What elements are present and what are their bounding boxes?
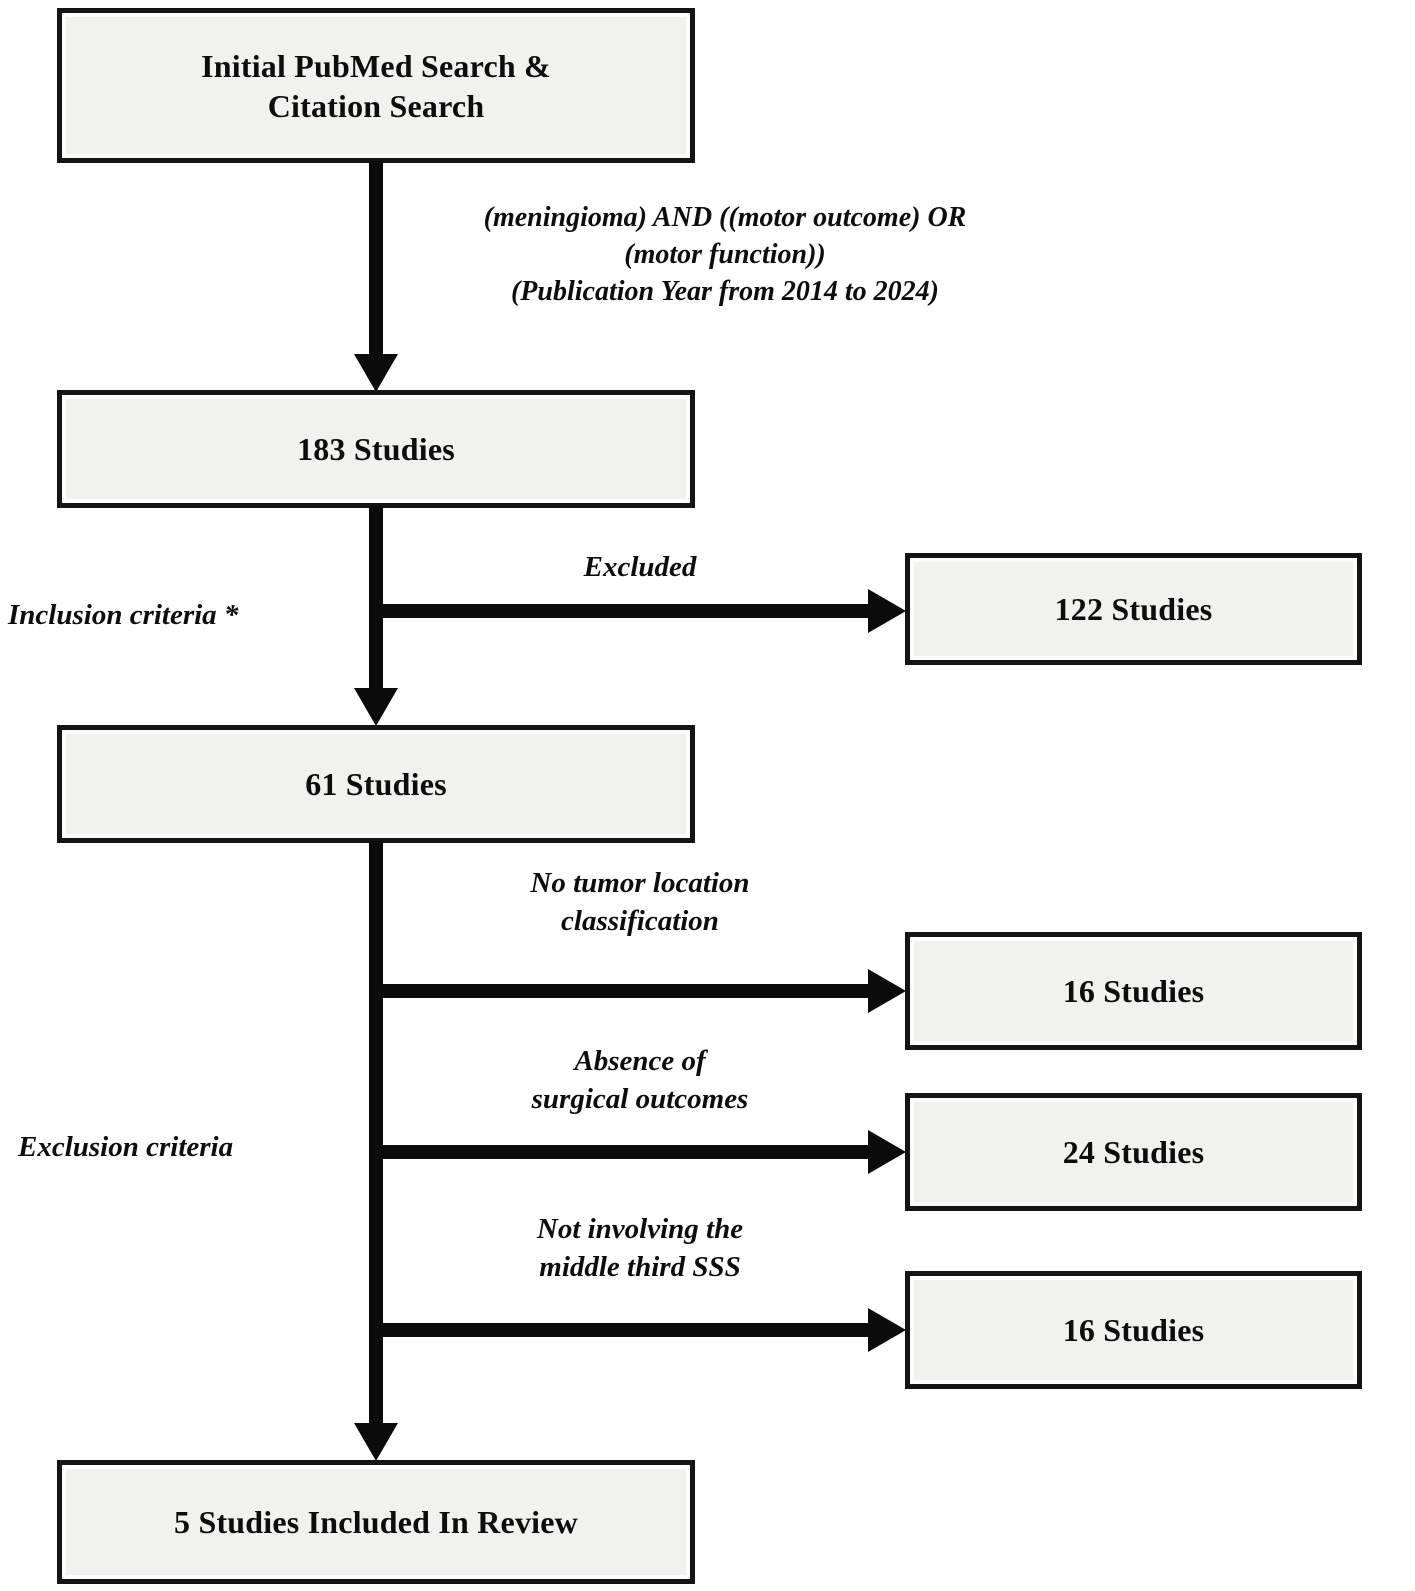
exclusion-reason-no-location-label: No tumor location classification xyxy=(530,867,750,938)
node-122-studies: 122 Studies xyxy=(905,553,1362,665)
excluded-label: Excluded xyxy=(583,551,697,583)
node-16-studies-no-location-label: 16 Studies xyxy=(1062,973,1205,1009)
node-61-studies-label: 61 Studies xyxy=(305,766,447,802)
arrow-no-outcomes-line xyxy=(369,1145,868,1159)
arrow-no-location-line xyxy=(369,984,868,998)
node-24-studies-label: 24 Studies xyxy=(1062,1134,1205,1170)
arrow-excluded-head xyxy=(868,589,906,633)
search-query-label: (meningioma) AND ((motor outcome) OR (mo… xyxy=(483,202,967,307)
arrow-not-sss-line xyxy=(369,1323,868,1337)
node-61-studies: 61 Studies xyxy=(57,725,695,843)
node-24-studies: 24 Studies xyxy=(905,1093,1362,1211)
node-final-included-label: 5 Studies Included In Review xyxy=(174,1504,578,1540)
arrow-not-sss-head xyxy=(868,1308,906,1352)
exclusion-reason-not-sss-label: Not involving the middle third SSS xyxy=(536,1213,744,1284)
inclusion-criteria-label: Inclusion criteria * xyxy=(8,599,239,631)
node-16-studies-not-sss-label: 16 Studies xyxy=(1062,1312,1205,1348)
node-183-studies: 183 Studies xyxy=(57,390,695,508)
arrow-excluded-line xyxy=(369,604,868,618)
arrow-initial-to-183-line xyxy=(369,161,383,359)
node-183-studies-label: 183 Studies xyxy=(297,431,455,467)
node-16-studies-not-sss: 16 Studies xyxy=(905,1271,1362,1389)
node-16-studies-no-location: 16 Studies xyxy=(905,932,1362,1050)
node-final-included: 5 Studies Included In Review xyxy=(57,1460,695,1584)
node-initial-search-label: Initial PubMed Search & Citation Search xyxy=(201,47,551,124)
exclusion-reason-no-outcomes-label: Absence of surgical outcomes xyxy=(531,1045,749,1116)
node-122-studies-label: 122 Studies xyxy=(1054,591,1213,627)
arrow-183-to-61-line xyxy=(369,506,383,690)
arrow-no-location-head xyxy=(868,969,906,1013)
exclusion-criteria-label: Exclusion criteria xyxy=(18,1131,234,1163)
node-initial-search: Initial PubMed Search & Citation Search xyxy=(57,8,695,163)
arrow-61-to-final-head xyxy=(354,1423,398,1461)
arrow-no-outcomes-head xyxy=(868,1130,906,1174)
arrow-183-to-61-head xyxy=(354,688,398,726)
arrow-initial-to-183-head xyxy=(354,354,398,392)
